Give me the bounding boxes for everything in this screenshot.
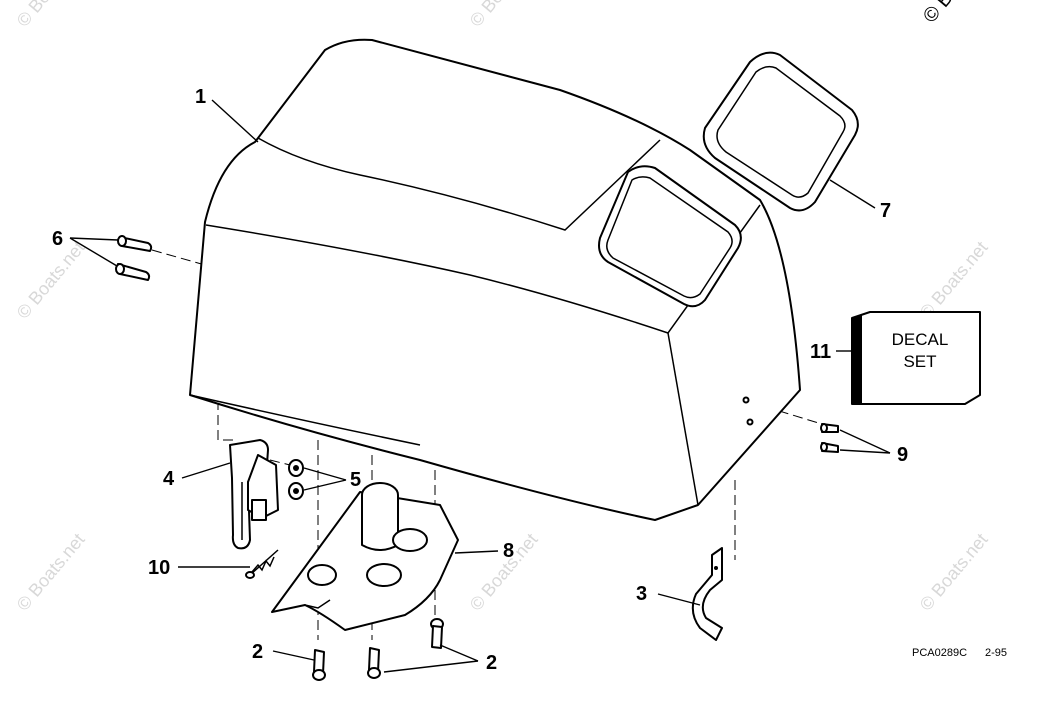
drawing-date: 2-95	[985, 647, 1007, 659]
engine-cover[interactable]	[189, 38, 801, 521]
callout-3: 3	[636, 583, 647, 605]
callout-4: 4	[163, 468, 175, 490]
washers[interactable]	[288, 459, 304, 500]
decal-set-label-line2: SET	[903, 352, 936, 371]
screws[interactable]	[312, 618, 444, 681]
callout-9: 9	[897, 444, 908, 466]
callout-7: 7	[880, 200, 891, 222]
window-seal[interactable]	[702, 51, 859, 212]
callout-6: 6	[52, 228, 63, 250]
callout-1: 1	[195, 86, 206, 108]
watermark-4: © Boats.net	[13, 529, 89, 614]
latch[interactable]	[229, 439, 279, 550]
spring[interactable]	[245, 549, 279, 579]
callout-numbers: 1 6 7 11 9 4 5 10 8 3 2 2	[52, 86, 908, 674]
drawing-reference: PCA0289C 2-95	[912, 647, 1007, 659]
callout-5: 5	[350, 469, 361, 491]
copyright-corner-mark: © B	[919, 0, 957, 27]
callout-2a: 2	[252, 641, 263, 663]
callout-11: 11	[810, 341, 831, 363]
watermark-8: © Boats.net	[466, 0, 542, 31]
decal-set-label-line1: DECAL	[892, 330, 949, 349]
watermark-3: © Boats.net	[916, 237, 992, 322]
drawing-code: PCA0289C	[912, 647, 967, 659]
callout-8: 8	[503, 540, 514, 562]
pivot-pins[interactable]	[820, 423, 839, 453]
watermark-6: © Boats.net	[916, 529, 992, 614]
pins[interactable]	[115, 235, 153, 281]
callout-10: 10	[148, 557, 170, 579]
hook[interactable]	[691, 547, 723, 641]
watermark-7: © Boats.net	[13, 0, 89, 31]
watermark-1: © Boats.net	[13, 237, 89, 322]
leader-lines	[69, 99, 891, 673]
latch-bracket[interactable]	[271, 482, 459, 631]
callout-2b: 2	[486, 652, 497, 674]
decal-set[interactable]: DECAL SET	[851, 311, 981, 405]
